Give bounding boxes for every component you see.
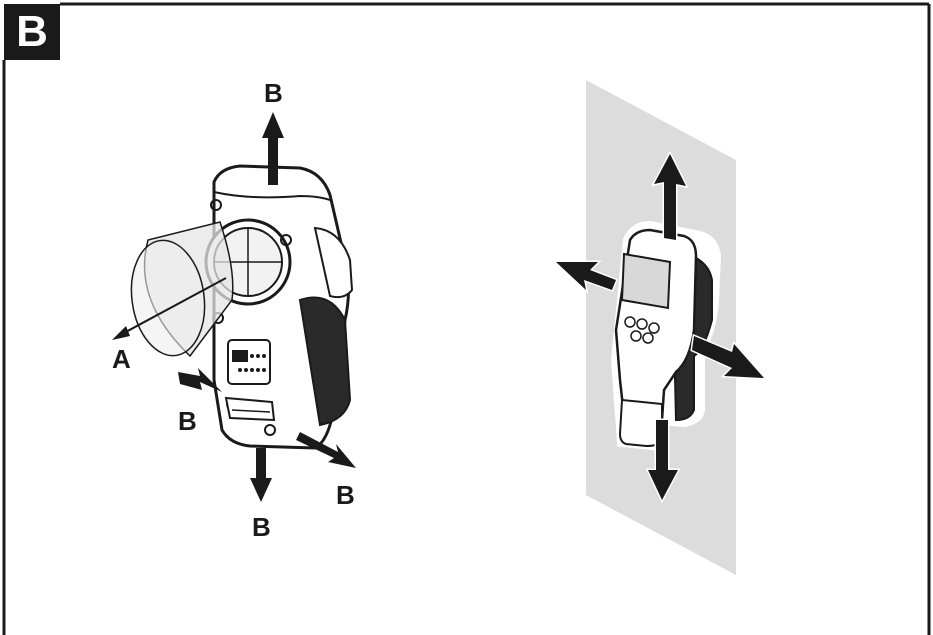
panel-label: B: [4, 4, 60, 60]
label-b-bottom: B: [252, 512, 271, 542]
detector-device-left: [204, 164, 354, 450]
detection-cone: [130, 221, 234, 358]
label-b-top: B: [264, 78, 283, 108]
label-b-right: B: [336, 480, 355, 510]
detector-device-right: [610, 220, 722, 452]
label-a: A: [112, 344, 131, 374]
label-b-left: B: [178, 406, 197, 436]
movement-arrows-left: [178, 112, 356, 502]
arrow-a: [112, 277, 227, 340]
movement-arrows-right: [552, 150, 768, 504]
